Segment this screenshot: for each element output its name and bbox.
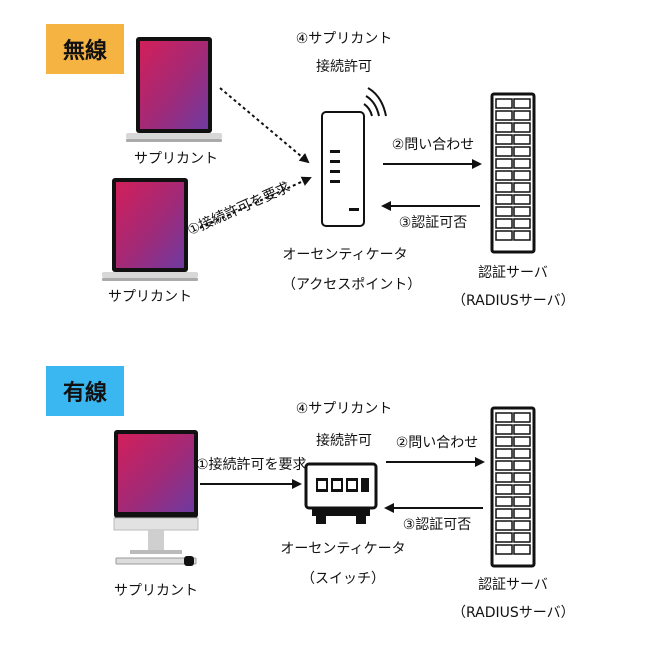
switch-icon [304, 462, 378, 524]
supplicant-bottom-label: サプリカント [108, 289, 192, 305]
result-label-wireless: ③認証可否 [398, 215, 468, 231]
wired-badge: 有線 [46, 366, 124, 416]
server-label-wired-line1: 認証サーバ [478, 577, 548, 593]
wired-badge-label: 有線 [62, 381, 107, 406]
request-label-wired: ①接続許可を要求 [196, 457, 307, 473]
supplicant-top-label: サプリカント [134, 151, 218, 167]
permit-label-wired-line2: 接続許可 [316, 433, 372, 449]
permit-label-wired-line1: ④サプリカント [295, 401, 393, 417]
laptop-top-icon [126, 37, 222, 142]
server-label-wireless-line2: （RADIUSサーバ） [452, 293, 575, 309]
server-top-icon [490, 92, 536, 254]
authenticator-label-wireless-line1: オーセンティケータ [282, 247, 408, 263]
server-label-wireless-line1: 認証サーバ [478, 265, 548, 281]
desktop-monitor-icon [113, 430, 199, 566]
permit-label-wireless-line2: 接続許可 [316, 59, 372, 75]
authenticator-label-wireless-line2: （アクセスポイント） [282, 277, 422, 293]
laptop-bottom-icon [102, 178, 198, 281]
server-bottom-icon [490, 406, 536, 568]
server-label-wired-line2: （RADIUSサーバ） [452, 605, 575, 621]
dotted-arrow-top [219, 87, 310, 164]
authenticator-label-wired-line1: オーセンティケータ [280, 541, 406, 557]
wireless-badge: 無線 [46, 24, 124, 74]
authenticator-label-wired-line2: （スイッチ） [301, 571, 385, 587]
access-point-icon [321, 87, 387, 227]
result-label-wired: ③認証可否 [402, 517, 472, 533]
supplicant-wired-label: サプリカント [114, 583, 198, 599]
permit-label-wireless-line1: ④サプリカント [295, 31, 393, 47]
wireless-badge-label: 無線 [62, 39, 107, 64]
dotted-arrow-bottom [199, 176, 312, 229]
inquiry-label-wired: ②問い合わせ [395, 435, 479, 451]
inquiry-label-wireless: ②問い合わせ [391, 137, 475, 153]
